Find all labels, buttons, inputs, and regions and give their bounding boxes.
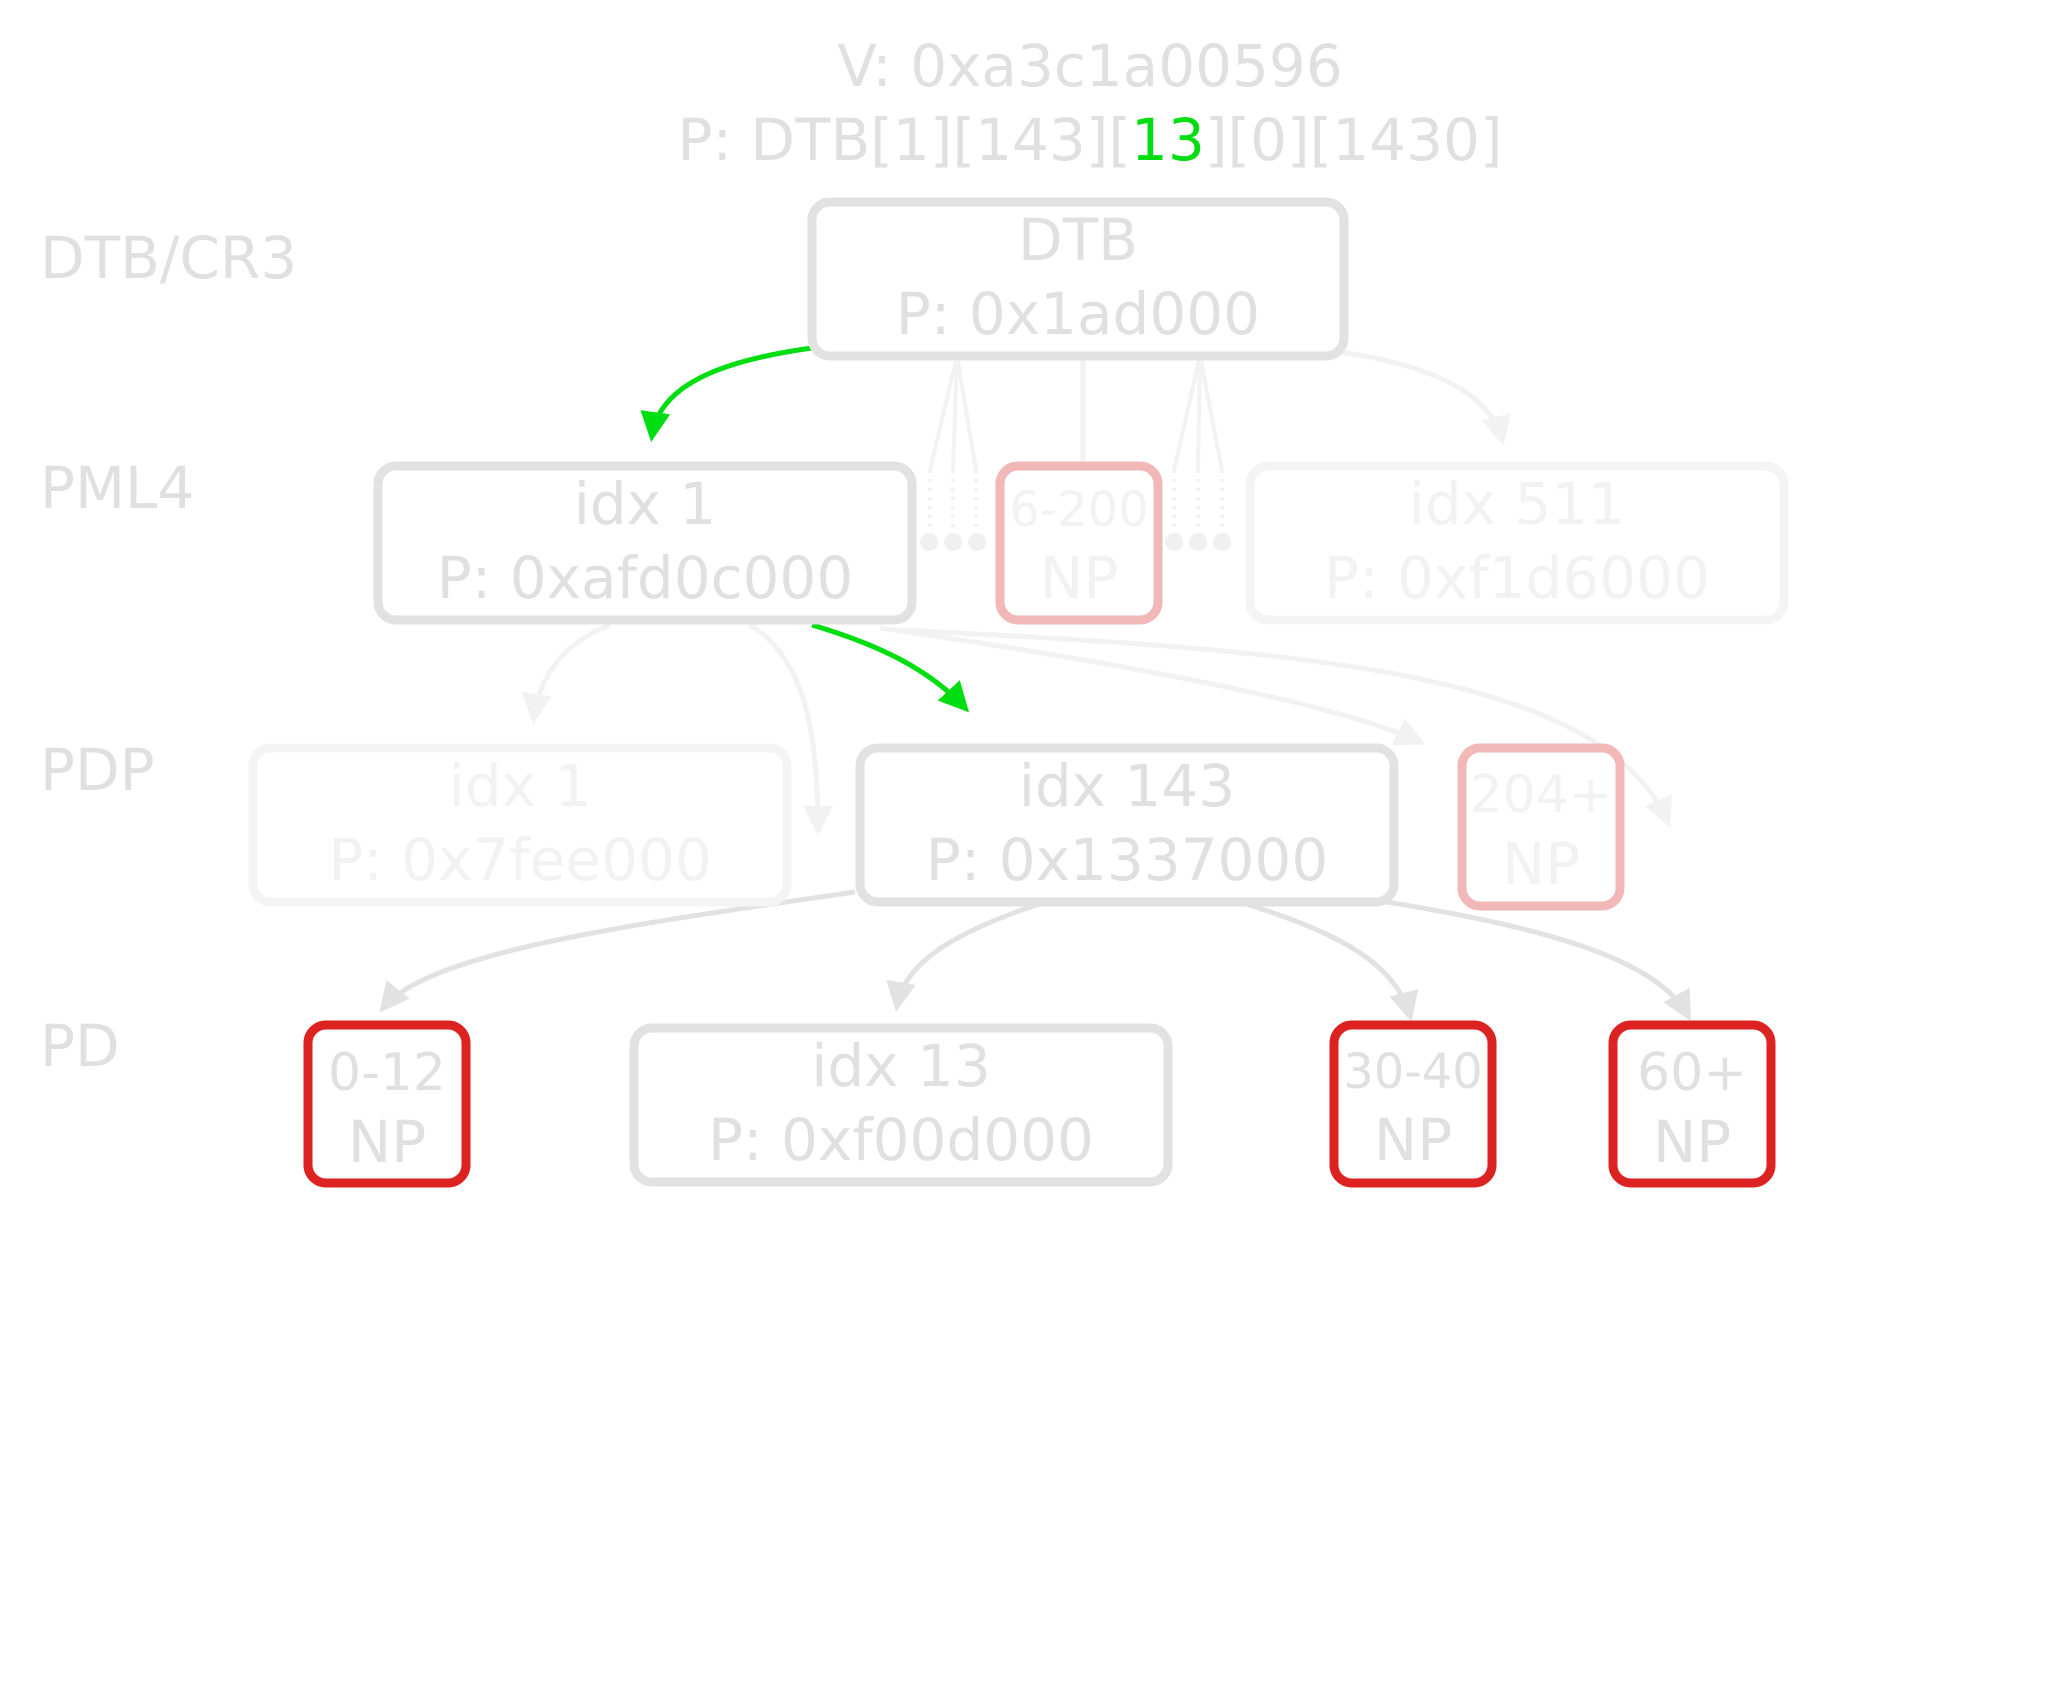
node-pd-np30: 30-40 NP bbox=[1329, 1020, 1497, 1188]
level-label-pd: PD bbox=[40, 1012, 120, 1080]
physical-path-prefix: P: DTB[1][143][ bbox=[677, 106, 1131, 174]
edge-pml4-to-pdp-idx1 bbox=[522, 622, 611, 724]
level-label-pdp: PDP bbox=[40, 736, 155, 804]
node-pd-np60-label: NP bbox=[1653, 1108, 1731, 1176]
node-pml4-idx511: idx 511 P: 0xf1d6000 bbox=[1245, 461, 1789, 625]
node-pdp-idx143: idx 143 P: 0x1337000 bbox=[855, 743, 1399, 907]
node-pd-idx13-address: P: 0xf00d000 bbox=[708, 1106, 1094, 1174]
physical-path: P: DTB[1][143][13][0][1430] bbox=[677, 106, 1502, 174]
edge-pdp-to-pd-np0 bbox=[379, 889, 856, 1013]
edge-fan-left bbox=[928, 355, 978, 540]
node-pdp-idx1-title: idx 1 bbox=[449, 752, 592, 820]
level-label-pml4: PML4 bbox=[40, 454, 194, 522]
edge-pml4-to-pdp-idx143 bbox=[811, 622, 970, 713]
node-pdp-idx1-address: P: 0x7fee000 bbox=[328, 826, 712, 894]
node-pml4-np-label: NP bbox=[1040, 544, 1118, 612]
virtual-address: V: 0xa3c1a00596 bbox=[837, 32, 1342, 100]
edge-pdp-to-pd-np30 bbox=[1239, 899, 1419, 1022]
node-pml4-idx511-address: P: 0xf1d6000 bbox=[1324, 544, 1710, 612]
edge-fan-right bbox=[1172, 355, 1224, 540]
edge-dtb-to-pml4-idx1 bbox=[640, 345, 813, 442]
physical-path-suffix: ][0][1430] bbox=[1205, 106, 1503, 174]
edge-pdp-to-pd-idx13 bbox=[886, 899, 1046, 1012]
node-pml4-idx1-title: idx 1 bbox=[574, 470, 717, 538]
node-pml4-idx511-title: idx 511 bbox=[1409, 470, 1625, 538]
node-dtb-title: DTB bbox=[1018, 206, 1138, 274]
node-pd-np30-range: 30-40 bbox=[1343, 1044, 1482, 1100]
node-pd-np0: 0-12 NP bbox=[303, 1020, 471, 1188]
node-pd-idx13-title: idx 13 bbox=[811, 1032, 991, 1100]
edge-pdp-to-pd-np60 bbox=[1374, 897, 1691, 1022]
node-pd-np0-label: NP bbox=[348, 1108, 426, 1176]
node-pml4-np: 6-200 NP bbox=[995, 461, 1163, 625]
edge-pml4-to-pdp-np bbox=[879, 625, 1426, 746]
edge-pml4-to-pdp-mid bbox=[748, 622, 833, 836]
physical-path-highlight: 13 bbox=[1131, 106, 1205, 174]
node-pdp-idx143-address: P: 0x1337000 bbox=[926, 826, 1329, 894]
node-pd-np60: 60+ NP bbox=[1608, 1020, 1776, 1188]
node-pd-np0-range: 0-12 bbox=[328, 1043, 446, 1103]
ellipsis-dots-left bbox=[920, 533, 986, 551]
node-pd-np60-range: 60+ bbox=[1637, 1043, 1747, 1103]
node-pdp-np-label: NP bbox=[1502, 830, 1580, 898]
node-pd-np30-label: NP bbox=[1374, 1106, 1452, 1174]
level-label-dtb: DTB/CR3 bbox=[40, 224, 297, 292]
ellipsis-dots-right bbox=[1165, 533, 1231, 551]
node-pdp-np-range: 204+ bbox=[1470, 765, 1613, 825]
node-dtb: DTB P: 0x1ad000 bbox=[807, 197, 1349, 361]
node-pml4-np-range: 6-200 bbox=[1009, 482, 1148, 538]
node-pdp-idx143-title: idx 143 bbox=[1019, 752, 1235, 820]
edge-dtb-to-pml4-idx511 bbox=[1339, 349, 1511, 446]
node-pd-idx13: idx 13 P: 0xf00d000 bbox=[629, 1023, 1173, 1187]
node-pdp-idx1: idx 1 P: 0x7fee000 bbox=[248, 743, 792, 907]
node-dtb-address: P: 0x1ad000 bbox=[896, 280, 1260, 348]
node-pdp-np: 204+ NP bbox=[1457, 743, 1625, 911]
node-pml4-idx1-address: P: 0xafd0c000 bbox=[437, 544, 853, 612]
node-pml4-idx1: idx 1 P: 0xafd0c000 bbox=[373, 461, 917, 625]
